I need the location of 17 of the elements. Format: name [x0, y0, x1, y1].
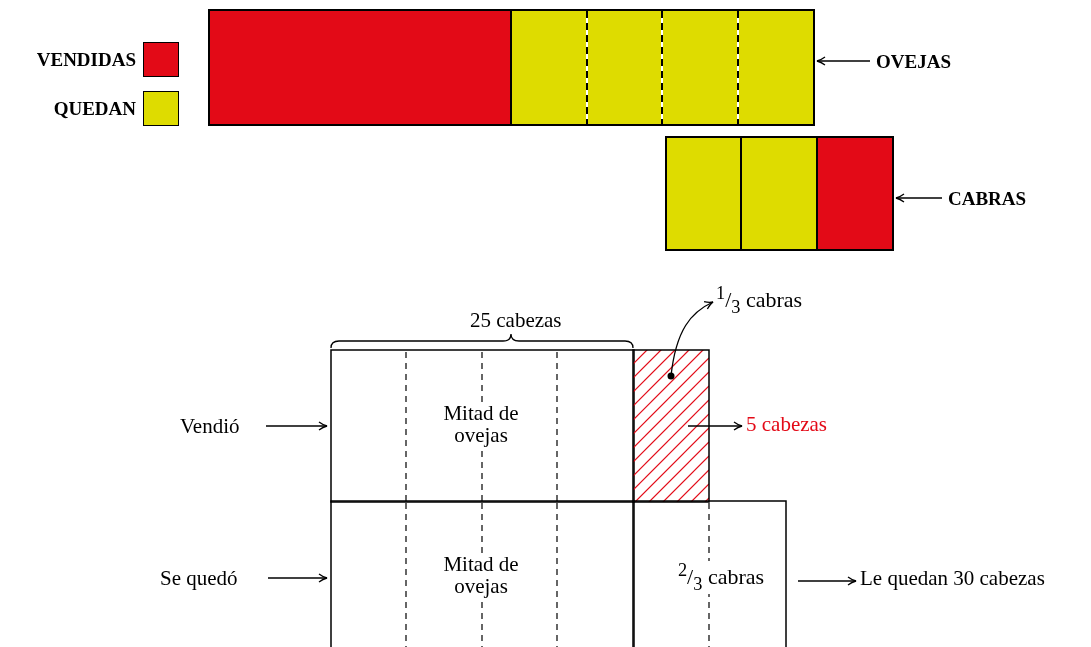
- model-box: [331, 501, 634, 647]
- sheep-bar: [209, 10, 814, 125]
- row-label: Vendió: [180, 414, 254, 437]
- model-box: [633, 501, 786, 647]
- value-label: 5 cabezas: [746, 412, 846, 435]
- legend-label: VENDIDAS: [36, 50, 136, 69]
- row-label: Se quedó: [160, 566, 256, 589]
- goat-bar: [666, 137, 893, 250]
- hatched-box: [633, 350, 709, 502]
- fraction-label: $^{1}$/$_{3}$ cabras: [716, 282, 812, 317]
- leader-line: [667, 301, 714, 380]
- bar-label: OVEJAS: [876, 50, 962, 71]
- model-box: [331, 350, 634, 502]
- bar-label: CABRAS: [948, 187, 1040, 208]
- dimension-label: 25 cabezas: [470, 310, 562, 331]
- legend-label: QUEDAN: [53, 99, 136, 118]
- result-label: Le quedan 30 cabezas: [860, 566, 1091, 589]
